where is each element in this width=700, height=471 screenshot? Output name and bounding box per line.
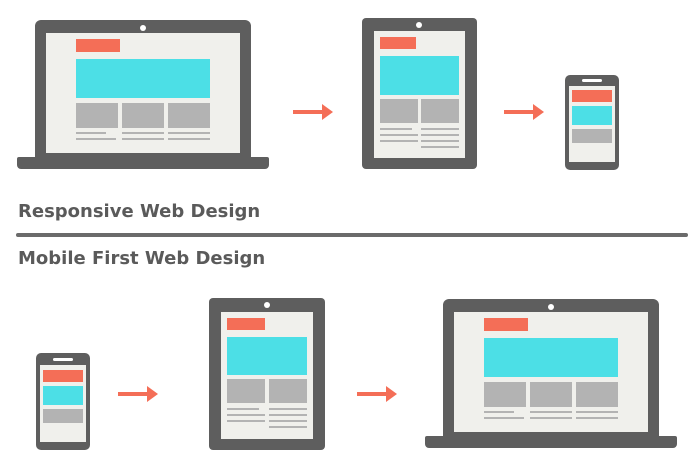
header-block: [484, 318, 528, 331]
header-block: [43, 370, 83, 382]
hero-block: [380, 56, 459, 95]
text-line: [76, 138, 116, 140]
text-line: [227, 420, 265, 422]
camera-dot: [264, 302, 270, 308]
text-line: [421, 140, 459, 142]
content-block: [168, 103, 210, 128]
phone-screen: [569, 86, 615, 162]
tablet-icon: [362, 18, 477, 169]
phone-icon: [36, 353, 90, 450]
phone-screen: [40, 365, 86, 442]
content-block: [43, 409, 83, 423]
arrow-right-icon: [504, 104, 544, 120]
text-line: [168, 138, 210, 140]
phone-speaker: [53, 358, 73, 361]
content-block: [421, 99, 459, 123]
hero-block: [227, 337, 307, 375]
arrow-right-icon: [118, 386, 158, 402]
text-line: [269, 408, 307, 410]
camera-dot: [416, 22, 422, 28]
text-line: [227, 414, 265, 416]
hero-block: [76, 59, 210, 98]
text-line: [380, 134, 418, 136]
arrow-right-icon: [293, 104, 333, 120]
section-divider: [16, 233, 688, 237]
text-line: [269, 420, 307, 422]
text-line: [122, 138, 164, 140]
header-block: [76, 39, 120, 52]
laptop-base: [425, 436, 677, 448]
text-line: [530, 417, 572, 419]
text-line: [269, 426, 307, 428]
camera-dot: [548, 304, 554, 310]
laptop-screen: [46, 33, 240, 153]
text-line: [380, 128, 412, 130]
tablet-screen: [374, 31, 465, 158]
text-line: [269, 414, 307, 416]
laptop-base: [17, 157, 269, 169]
text-line: [122, 132, 164, 134]
section-label-mobile-first: Mobile First Web Design: [18, 248, 266, 269]
content-block: [484, 382, 526, 407]
text-line: [576, 411, 618, 413]
text-line: [421, 134, 459, 136]
phone-icon: [565, 75, 619, 170]
camera-dot: [140, 25, 146, 31]
text-line: [380, 140, 418, 142]
hero-block: [43, 386, 83, 405]
laptop-icon: [425, 299, 677, 451]
content-block: [227, 379, 265, 403]
laptop-icon: [17, 20, 269, 172]
text-line: [421, 146, 459, 148]
hero-block: [572, 106, 612, 125]
content-block: [122, 103, 164, 128]
content-block: [380, 99, 418, 123]
tablet-screen: [221, 312, 313, 439]
content-block: [576, 382, 618, 407]
tablet-icon: [209, 298, 325, 450]
header-block: [380, 37, 416, 49]
content-block: [76, 103, 118, 128]
hero-block: [484, 338, 618, 377]
text-line: [484, 417, 524, 419]
header-block: [572, 90, 612, 102]
text-line: [76, 132, 106, 134]
text-line: [421, 128, 459, 130]
header-block: [227, 318, 265, 330]
section-label-responsive: Responsive Web Design: [18, 201, 261, 222]
text-line: [227, 408, 259, 410]
arrow-right-icon: [357, 386, 397, 402]
text-line: [576, 417, 618, 419]
text-line: [530, 411, 572, 413]
phone-speaker: [582, 79, 602, 82]
text-line: [168, 132, 210, 134]
text-line: [484, 411, 514, 413]
content-block: [269, 379, 307, 403]
laptop-screen: [454, 312, 648, 432]
content-block: [530, 382, 572, 407]
content-block: [572, 129, 612, 143]
